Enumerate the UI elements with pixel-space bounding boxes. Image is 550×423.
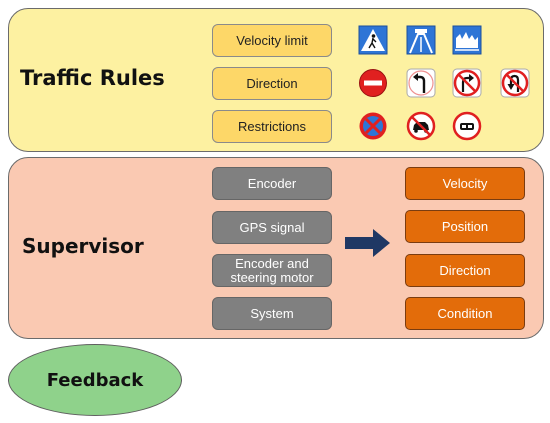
- position-output-box: Position: [405, 210, 525, 243]
- no-right-turn-sign-icon: [452, 68, 482, 98]
- direction-output-box: Direction: [405, 254, 525, 287]
- no-overtaking-sign-icon: [406, 111, 436, 141]
- pedestrian-crossing-sign-icon: [358, 25, 388, 55]
- supervisor-title: Supervisor: [22, 234, 144, 258]
- highway-sign-icon: [406, 25, 436, 55]
- condition-output-box: Condition: [405, 297, 525, 330]
- right-arrow-icon: [345, 229, 390, 257]
- direction-rule-box: Direction: [212, 67, 332, 100]
- system-input-box: System: [212, 297, 332, 330]
- no-entry-sign-icon: [359, 69, 387, 97]
- feedback-ellipse: Feedback: [8, 344, 182, 416]
- no-parking-sign-icon: [452, 111, 482, 141]
- turn-left-sign-icon: [406, 68, 436, 98]
- encoder-steering-motor-input-box: Encoder and steering motor: [212, 254, 332, 287]
- feedback-label: Feedback: [46, 369, 144, 391]
- encoder-input-box: Encoder: [212, 167, 332, 200]
- velocity-limit-box: Velocity limit: [212, 24, 332, 57]
- velocity-output-box: Velocity: [405, 167, 525, 200]
- no-u-turn-sign-icon: [500, 68, 530, 98]
- traffic-rules-title: Traffic Rules: [20, 66, 165, 90]
- no-stopping-sign-icon: [359, 112, 387, 140]
- restrictions-box: Restrictions: [212, 110, 332, 143]
- gps-signal-input-box: GPS signal: [212, 211, 332, 244]
- end-of-highway-sign-icon: [452, 25, 482, 55]
